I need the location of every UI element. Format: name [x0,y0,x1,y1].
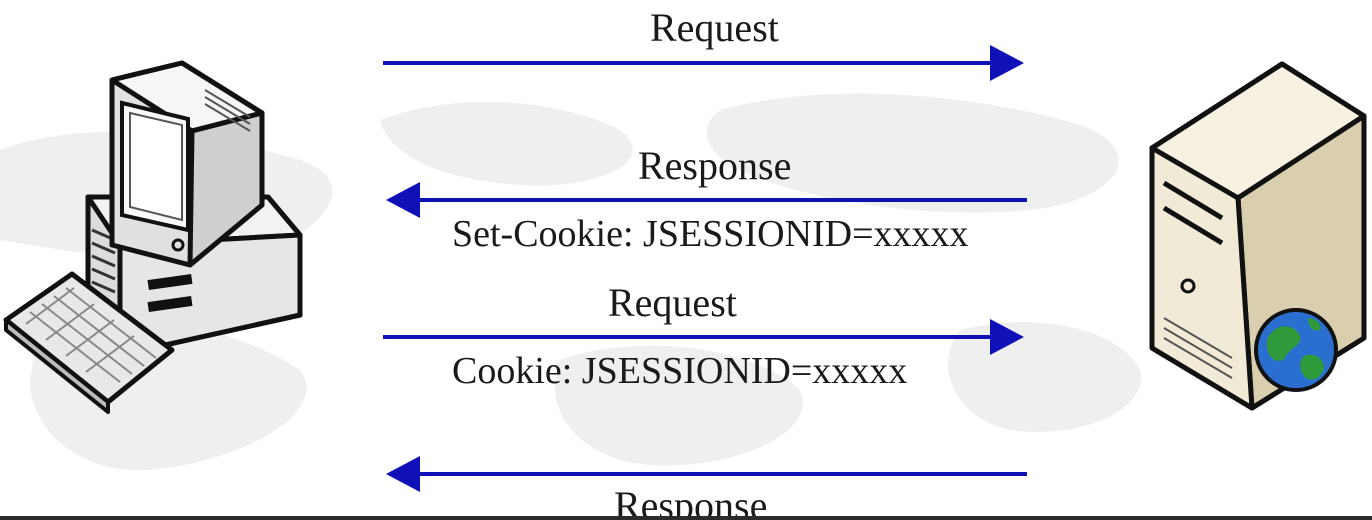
bottom-edge-bar [0,516,1372,520]
request-arrow-2 [383,319,1024,355]
message-2-label: Response [638,143,792,188]
keyboard-icon [3,271,175,414]
message-4-label: Response [614,483,768,520]
message-3-label: Request [608,280,737,325]
request-arrow-1 [383,45,1024,81]
globe-icon [1254,308,1338,392]
message-2-detail: Set-Cookie: JSESSIONID=xxxxx [452,213,969,255]
desktop-computer-icon [85,60,303,358]
response-arrow-1 [386,182,1027,218]
response-arrow-2 [386,456,1027,492]
message-1-label: Request [650,5,779,50]
message-3-detail: Cookie: JSESSIONID=xxxxx [452,350,908,392]
